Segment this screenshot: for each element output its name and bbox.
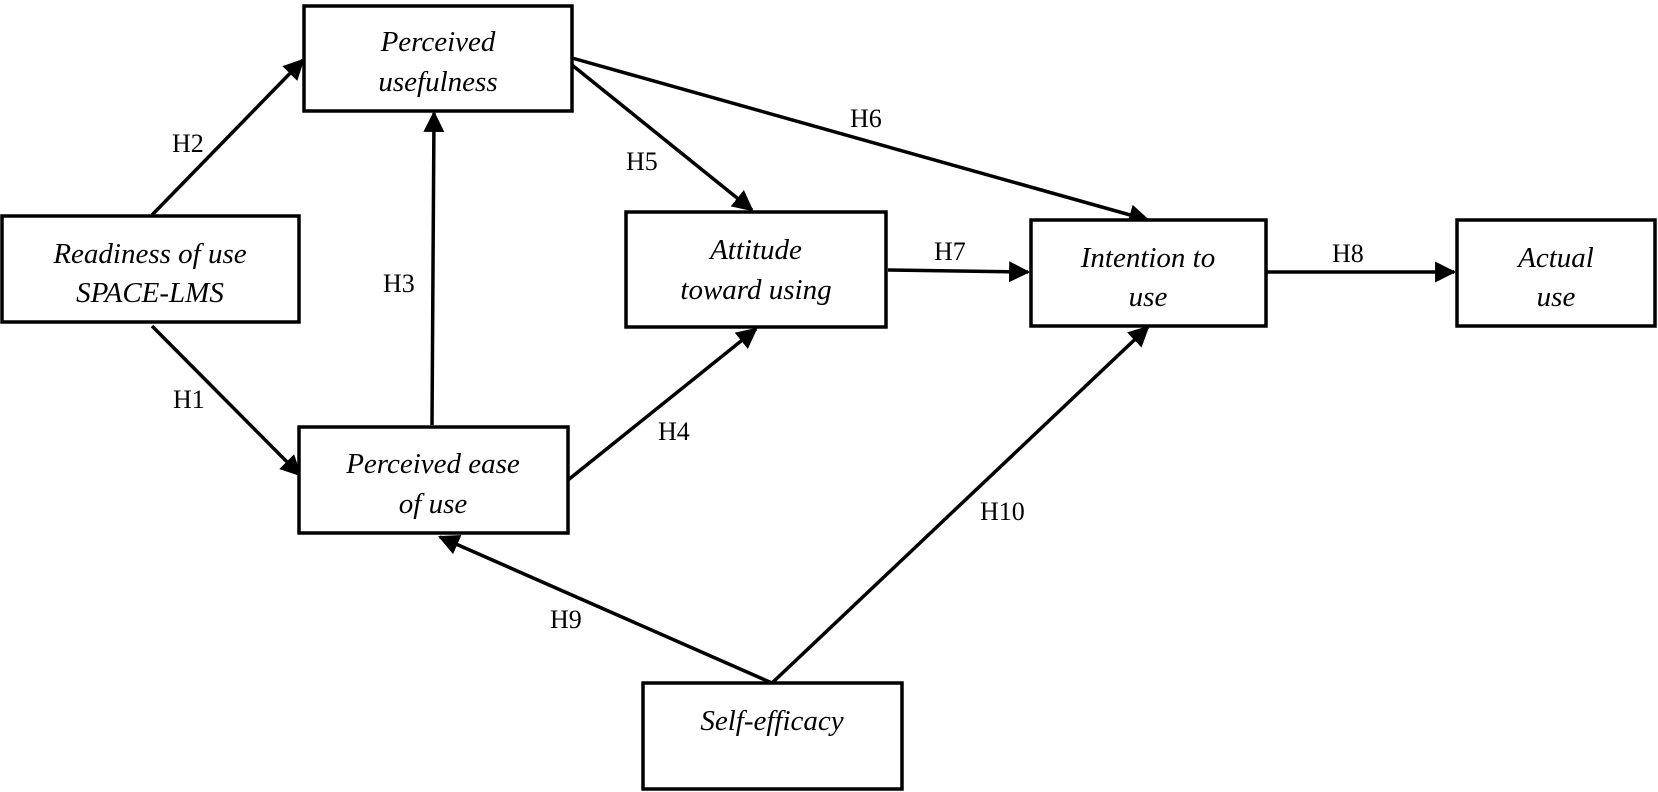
node-actual-use: Actual use [1455, 218, 1657, 328]
label-h1: H1 [173, 385, 205, 414]
label-h10: H10 [980, 497, 1025, 526]
node-readiness-line-1: Readiness of use [52, 238, 246, 270]
node-attitude-toward-using: Attitude toward using [624, 210, 888, 329]
node-ease-line-2: of use [399, 488, 468, 520]
node-perceived-usefulness-line-1: Perceived [380, 26, 496, 58]
edges [150, 56, 1457, 685]
label-h8: H8 [1332, 239, 1364, 268]
edge-h3-ease-to-usefulness [423, 110, 445, 426]
node-actual-use-line-1: Actual [1516, 242, 1594, 274]
node-intention-to-use: Intention to use [1029, 218, 1268, 328]
label-h6: H6 [850, 104, 882, 133]
label-h2: H2 [172, 129, 204, 158]
node-perceived-ease-of-use: Perceived ease of use [297, 425, 570, 535]
edge-h10-efficacy-to-intention [770, 325, 1150, 685]
node-readiness-line-2: SPACE-LMS [76, 277, 224, 309]
label-h9: H9 [550, 605, 582, 634]
edge-h4-ease-to-attitude [566, 327, 758, 482]
node-readiness-of-use: Readiness of use SPACE-LMS [0, 214, 301, 324]
node-self-efficacy: Self-efficacy [641, 681, 904, 791]
edge-h6-usefulness-to-intention [571, 56, 1151, 225]
label-h3: H3 [383, 269, 415, 298]
node-ease-line-1: Perceived ease [345, 448, 520, 480]
edge-h9-efficacy-to-ease [438, 534, 773, 685]
edge-h2-readiness-to-usefulness [150, 58, 305, 217]
label-h4: H4 [658, 417, 690, 446]
node-intention-line-1: Intention to [1080, 242, 1216, 274]
node-actual-use-line-2: use [1537, 281, 1576, 313]
node-self-efficacy-line-1: Self-efficacy [700, 705, 843, 737]
edge-labels: H1 H2 H3 H4 H5 H6 H7 H8 H9 H10 [172, 104, 1364, 634]
edge-h7-attitude-to-intention [887, 261, 1031, 283]
node-attitude-line-2: toward using [680, 274, 831, 306]
node-perceived-usefulness-line-2: usefulness [378, 66, 497, 98]
label-h5: H5 [626, 147, 658, 176]
node-intention-line-2: use [1129, 281, 1168, 313]
node-perceived-usefulness: Perceived usefulness [302, 4, 574, 113]
label-h7: H7 [934, 237, 966, 266]
edge-h5-usefulness-to-attitude [570, 63, 754, 212]
edge-h1-readiness-to-ease [150, 324, 302, 477]
node-attitude-line-1: Attitude [708, 234, 802, 266]
